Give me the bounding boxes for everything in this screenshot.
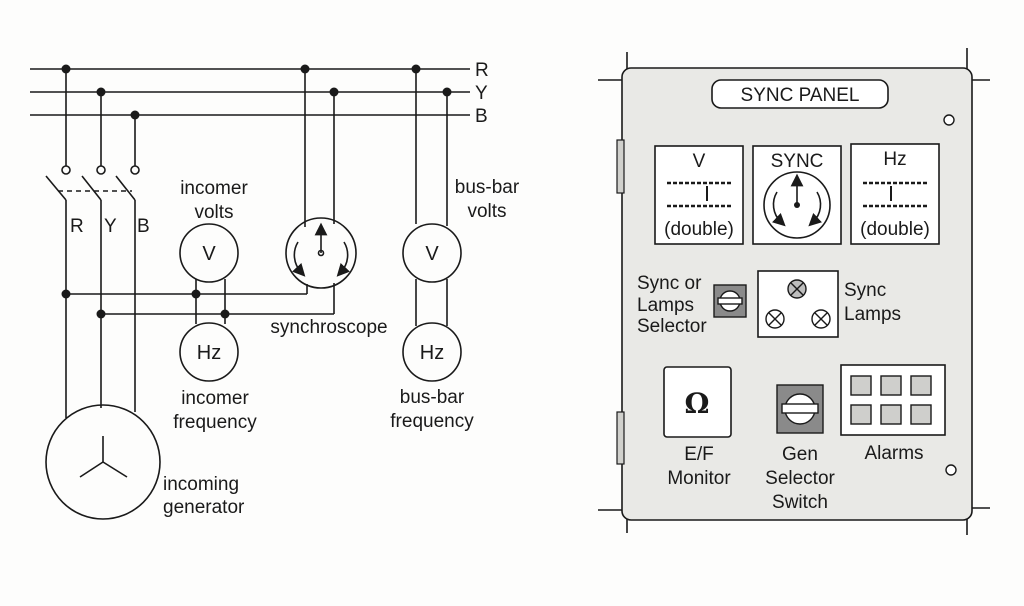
panel-voltmeter: [654, 145, 744, 245]
alarm-indicator: [910, 375, 932, 396]
incomer-voltmeter: [179, 223, 239, 283]
ef-monitor-omega-icon: Ω: [685, 387, 710, 420]
sync-lamp-top: [787, 279, 807, 299]
busbar-frequency-label-1: bus-bar: [400, 387, 465, 408]
panel-frequency-meter-bottom: (double): [860, 219, 930, 240]
incomer-voltmeter-symbol: V: [202, 243, 216, 265]
busbar-frequency-meter: [402, 322, 462, 382]
incomer-volts-label-1: incomer: [180, 178, 248, 199]
ef-monitor: [663, 366, 732, 438]
alarm-indicator: [880, 375, 902, 396]
sync-lamps-label-1: Sync: [844, 280, 886, 301]
generator-label-1: incoming: [163, 474, 239, 495]
busbar-voltmeter-symbol: V: [425, 243, 439, 265]
phase-b-label: B: [475, 106, 488, 127]
panel-title: SYNC PANEL: [741, 85, 860, 106]
alarm-indicator: [910, 404, 932, 425]
incomer-frequency-label-1: incomer: [181, 388, 249, 409]
selector-label-3: Selector: [637, 316, 707, 337]
phase-r-label: R: [475, 60, 489, 81]
busbar-voltmeter: [402, 223, 462, 283]
ef-label-2: Monitor: [667, 468, 731, 489]
gen-selector-label-1: Gen: [782, 444, 818, 465]
alarm-indicator: [850, 404, 872, 425]
generator-symbol: [45, 404, 161, 520]
busbar-volts-label-1: bus-bar: [455, 177, 520, 198]
switch-phase-r-label: R: [70, 216, 84, 237]
panel-title-box: [711, 79, 889, 109]
gen-selector-label-2: Selector: [765, 468, 835, 489]
isolator-blade-b: [115, 175, 136, 201]
panel-synchroscope-top: SYNC: [771, 151, 824, 172]
sync-panel: SYNC PANEL V (double) SYNC Hz (double): [598, 48, 990, 535]
busbar-volts-label-2: volts: [467, 201, 506, 222]
synchroscope-symbol: [285, 217, 357, 289]
alarm-indicator: [850, 375, 872, 396]
panel-voltmeter-bottom: (double): [664, 219, 734, 240]
selector-label-1: Sync or: [637, 273, 702, 294]
panel-hinge-top: [616, 139, 625, 194]
schematic: [30, 68, 470, 520]
gen-selector-label-3: Switch: [772, 492, 828, 513]
panel-voltmeter-top: V: [693, 151, 706, 172]
panel-frequency-meter: [850, 143, 940, 245]
isolator-blade-y: [81, 175, 102, 201]
panel-screw-bottom: [945, 464, 957, 476]
ef-label-1: E/F: [684, 444, 714, 465]
panel-screw-top: [943, 114, 955, 126]
incomer-frequency-meter: [179, 322, 239, 382]
alarm-indicator: [880, 404, 902, 425]
generator-label-2: generator: [163, 497, 245, 518]
junction-dots: [61, 64, 452, 319]
sync-lamps-label-2: Lamps: [844, 304, 901, 325]
gen-selector-switch[interactable]: [776, 384, 824, 434]
incomer-frequency-label-2: frequency: [173, 412, 257, 433]
switch-phase-b-label: B: [137, 216, 150, 237]
sync-lamp-right: [811, 309, 831, 329]
phase-y-label: Y: [475, 83, 488, 104]
alarms-label: Alarms: [864, 443, 923, 464]
selector-label-2: Lamps: [637, 295, 694, 316]
synchroscope-label: synchroscope: [270, 317, 387, 338]
busbar-frequency-label-2: frequency: [390, 411, 474, 432]
panel-frequency-meter-top: Hz: [883, 149, 906, 170]
sync-lamps-selector-switch[interactable]: [713, 284, 747, 318]
busbar-hz-symbol: Hz: [420, 342, 444, 364]
schematic-labels: R Y B R Y B incomer volts bus-bar volts …: [70, 60, 520, 518]
incomer-volts-label-2: volts: [194, 202, 233, 223]
incomer-hz-symbol: Hz: [197, 342, 221, 364]
sync-lamp-left: [765, 309, 785, 329]
isolator-blade-r: [45, 175, 67, 201]
switch-phase-y-label: Y: [104, 216, 117, 237]
alarm-indicators: [850, 375, 932, 425]
panel-hinge-bottom: [616, 411, 625, 465]
